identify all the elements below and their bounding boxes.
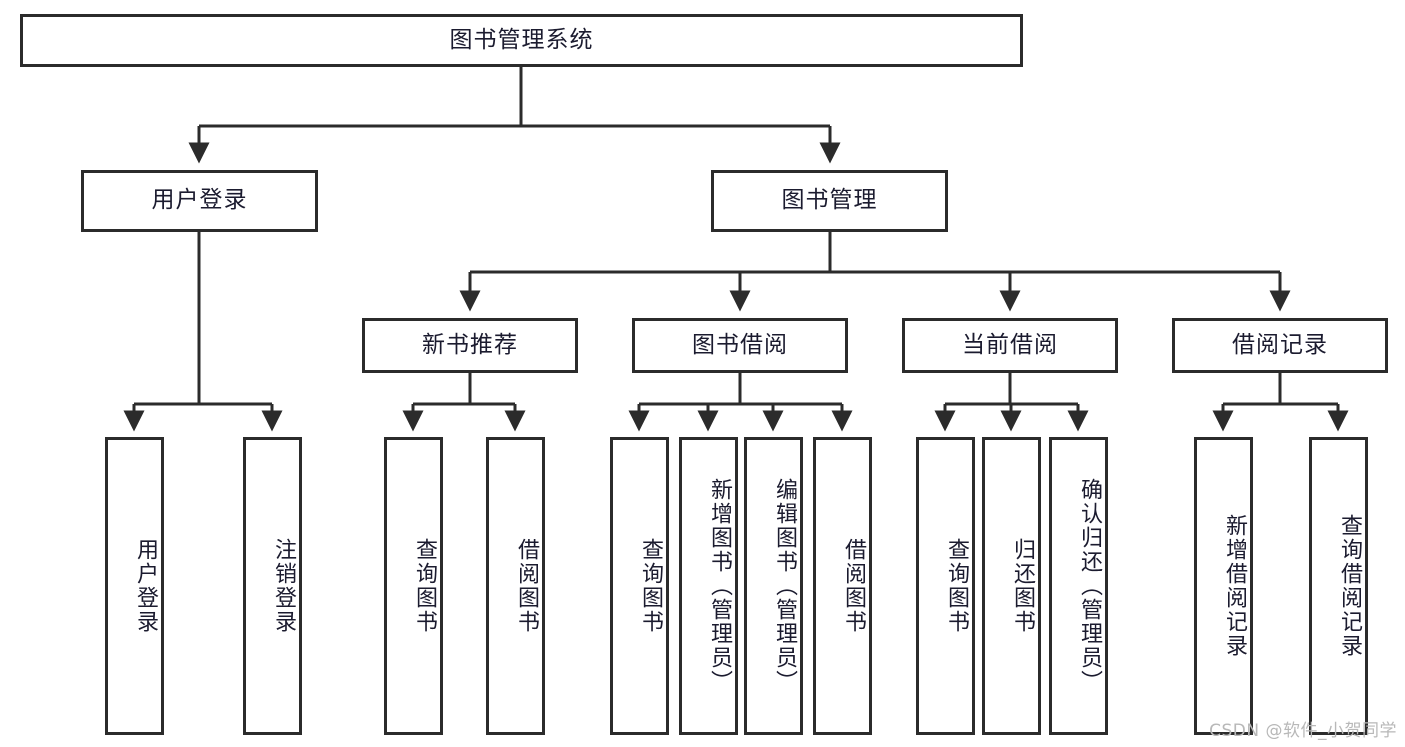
node-label: 归还图书 <box>1010 538 1035 634</box>
node-user-login[interactable]: 用户登录 <box>81 170 318 232</box>
node-label: 当前借阅 <box>962 331 1058 358</box>
leaf-current-borrow-return-book[interactable]: 归还图书 <box>982 437 1041 735</box>
node-current-borrow[interactable]: 当前借阅 <box>902 318 1118 373</box>
leaf-borrow-record-add-record[interactable]: 新增借阅记录 <box>1194 437 1253 735</box>
leaf-new-book-query-book[interactable]: 查询图书 <box>384 437 443 735</box>
node-label: 新增借阅记录 <box>1222 514 1247 658</box>
node-label: 图书管理 <box>781 187 878 214</box>
leaf-current-borrow-confirm-return-admin[interactable]: 确认归还（管理员） <box>1049 437 1108 735</box>
leaf-new-book-borrow-book[interactable]: 借阅图书 <box>486 437 545 735</box>
leaf-book-borrow-add-book-admin[interactable]: 新增图书（管理员） <box>679 437 738 735</box>
node-root-book-management-system[interactable]: 图书管理系统 <box>20 14 1023 67</box>
node-label: 查询图书 <box>944 538 969 634</box>
leaf-user-login-logout[interactable]: 注销登录 <box>243 437 302 735</box>
leaf-user-login-login[interactable]: 用户登录 <box>105 437 164 735</box>
leaf-book-borrow-borrow-book[interactable]: 借阅图书 <box>813 437 872 735</box>
leaf-current-borrow-query-book[interactable]: 查询图书 <box>916 437 975 735</box>
node-label: 图书借阅 <box>692 331 788 358</box>
node-borrow-record[interactable]: 借阅记录 <box>1172 318 1388 373</box>
leaf-book-borrow-query-book[interactable]: 查询图书 <box>610 437 669 735</box>
watermark-text: CSDN @软件_小贺同学 <box>1209 721 1397 741</box>
node-label: 确认归还（管理员） <box>1077 478 1102 694</box>
node-book-borrow[interactable]: 图书借阅 <box>632 318 848 373</box>
node-label: 用户登录 <box>133 538 158 634</box>
node-label: 查询图书 <box>638 538 663 634</box>
node-label: 图书管理系统 <box>449 26 594 53</box>
node-label: 新增图书（管理员） <box>707 478 732 694</box>
node-label: 借阅图书 <box>514 538 539 634</box>
node-book-management[interactable]: 图书管理 <box>711 170 948 232</box>
node-new-book-recommend[interactable]: 新书推荐 <box>362 318 578 373</box>
node-label: 用户登录 <box>151 187 248 214</box>
node-label: 查询图书 <box>412 538 437 634</box>
leaf-book-borrow-edit-book-admin[interactable]: 编辑图书（管理员） <box>744 437 803 735</box>
leaf-borrow-record-query-record[interactable]: 查询借阅记录 <box>1309 437 1368 735</box>
node-label: 查询借阅记录 <box>1337 514 1362 658</box>
node-label: 新书推荐 <box>422 331 518 358</box>
node-label: 编辑图书（管理员） <box>772 478 797 694</box>
node-label: 借阅记录 <box>1232 331 1328 358</box>
node-label: 注销登录 <box>271 538 296 634</box>
node-label: 借阅图书 <box>841 538 866 634</box>
